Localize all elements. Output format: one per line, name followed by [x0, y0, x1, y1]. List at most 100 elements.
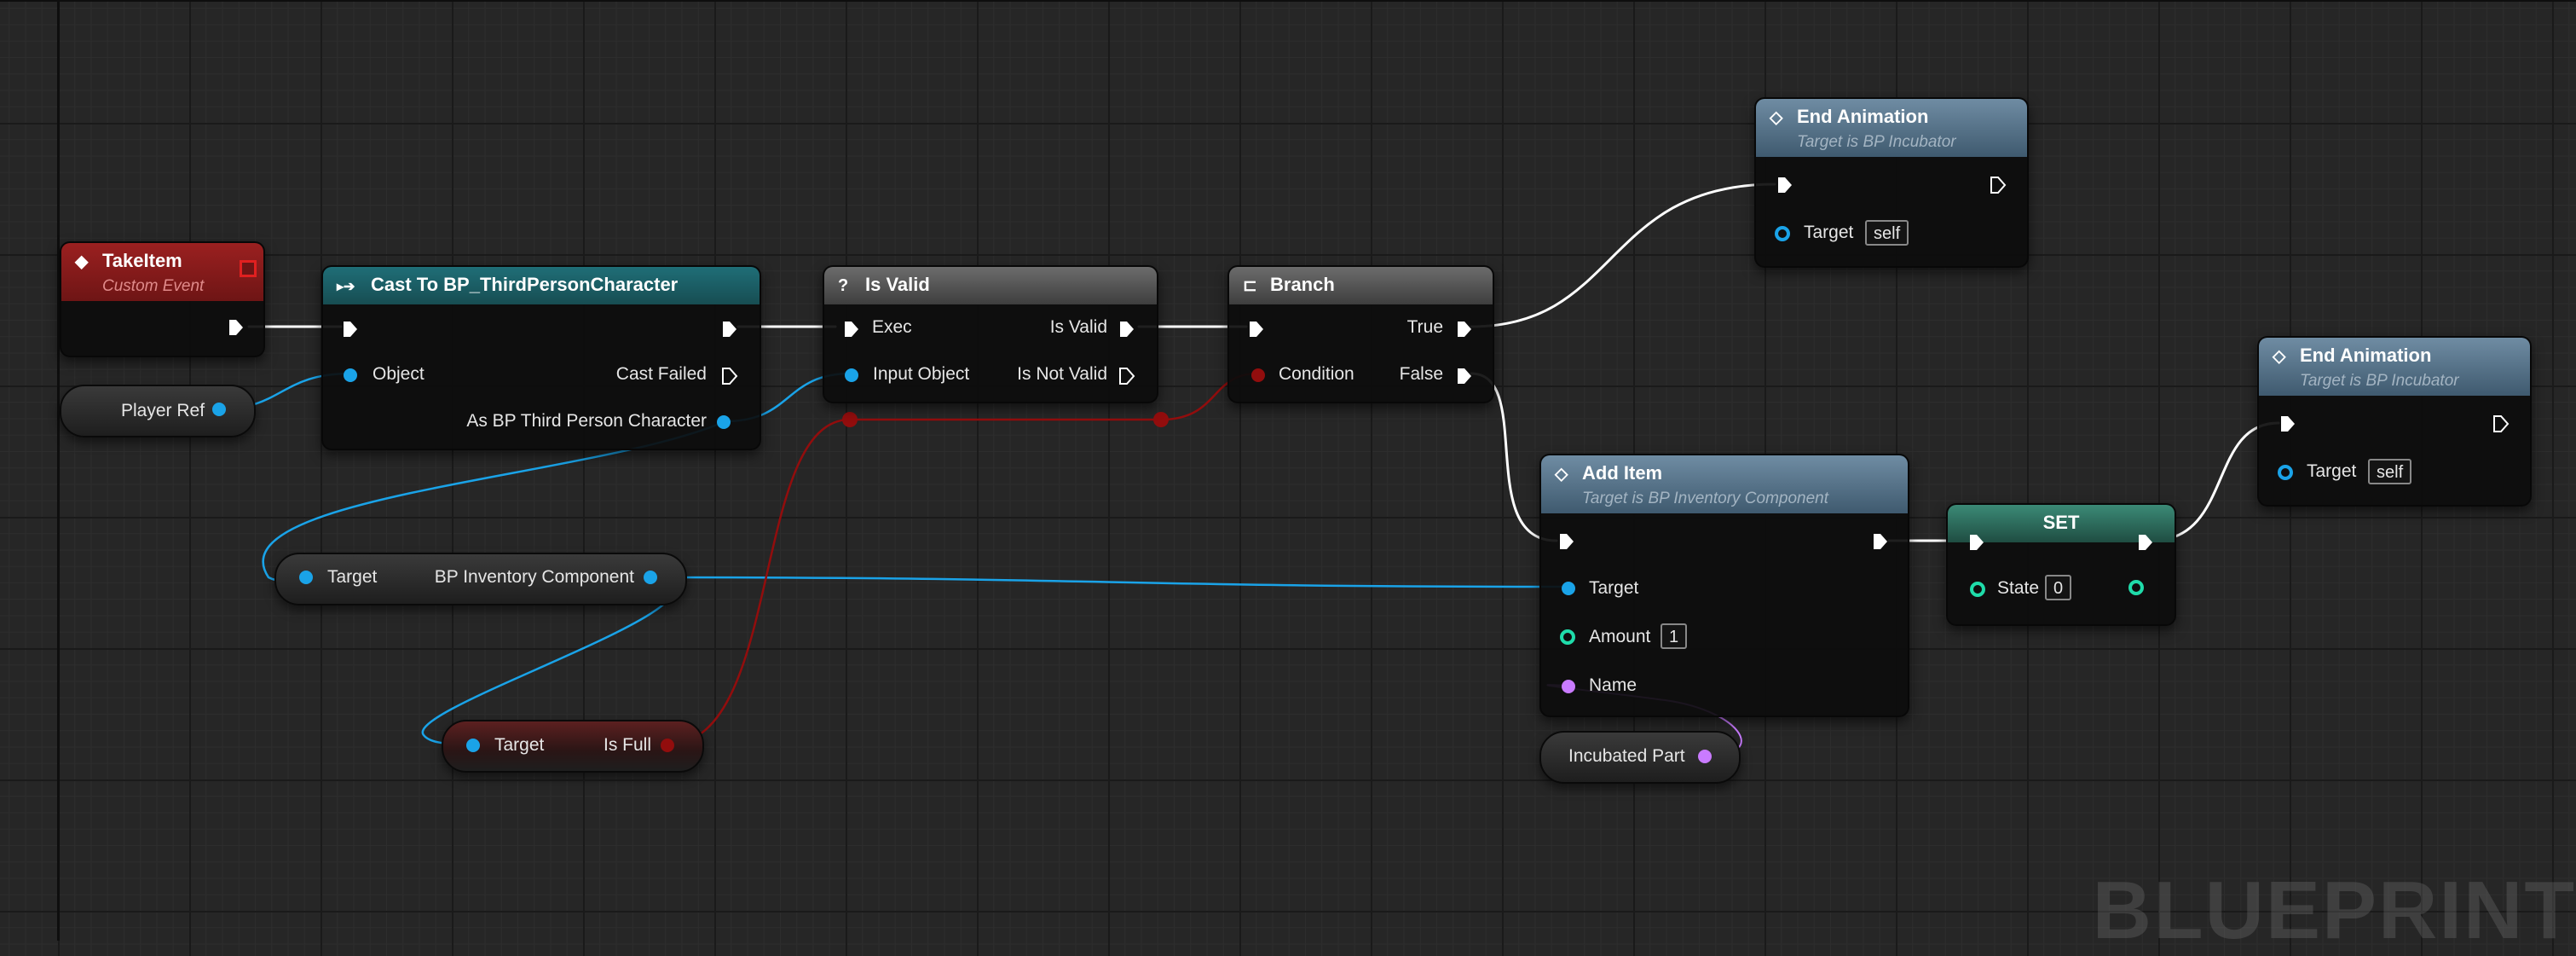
end-animation-node-2[interactable]: ◇End Animation Target is BP Incubator Ta…: [2257, 336, 2532, 507]
exec-wire-branch-true-to-end-animation: [1470, 183, 1776, 328]
exec-out-pin[interactable]: [721, 320, 738, 339]
delegate-pin-icon[interactable]: [240, 260, 257, 277]
node-header: ◆ TakeItem Custom Event: [61, 243, 263, 301]
exec-out-pin[interactable]: [228, 318, 245, 337]
pin-label-false: False: [1399, 364, 1443, 384]
pin-label-target: Target: [2307, 461, 2357, 481]
node-title: End Animation: [1797, 106, 1929, 127]
branch-node[interactable]: ⊏Branch True Condition False: [1227, 265, 1494, 403]
node-title: Is Valid: [865, 274, 930, 295]
event-diamond-icon: ◆: [75, 252, 89, 271]
function-diamond-icon: ◇: [1555, 465, 1568, 484]
amount-value-box[interactable]: 1: [1661, 623, 1688, 649]
pin-label-is-not-valid: Is Not Valid: [1017, 364, 1107, 384]
exec-out-pin[interactable]: [2137, 533, 2154, 552]
node-header: SET: [1948, 505, 2175, 542]
exec-in-pin[interactable]: [1558, 532, 1575, 551]
pin-label-state: State: [1997, 578, 2040, 598]
node-header: ⊏Branch: [1229, 267, 1493, 304]
exec-in-pin[interactable]: [1968, 533, 1985, 552]
node-header: ? Is Valid: [824, 267, 1157, 304]
node-header: ◇End Animation Target is BP Incubator: [2259, 338, 2530, 396]
target-value-box[interactable]: self: [1865, 220, 1909, 246]
exec-in-pin[interactable]: [342, 320, 359, 339]
int-in-pin[interactable]: [1970, 582, 1985, 597]
exec-out-pin-is-valid[interactable]: [1118, 320, 1135, 339]
name-in-pin[interactable]: [1562, 680, 1575, 693]
object-out-pin[interactable]: [212, 403, 226, 416]
bool-in-pin[interactable]: [1251, 368, 1265, 382]
object-in-pin[interactable]: [1562, 582, 1575, 595]
add-item-node[interactable]: ◇ Add Item Target is BP Inventory Compone…: [1539, 454, 1909, 717]
variable-node-incubated-part[interactable]: Incubated Part: [1539, 731, 1741, 784]
graph-origin-horizontal-line: [0, 0, 2576, 2]
node-title: TakeItem: [102, 250, 182, 271]
node-header: ▸➔Cast To BP_ThirdPersonCharacter: [323, 267, 760, 304]
pin-label-true: True: [1406, 317, 1443, 337]
pin-label-is-full: Is Full: [603, 735, 651, 755]
exec-wire-set-to-end-animation: [2150, 421, 2280, 542]
object-out-pin[interactable]: [644, 571, 657, 584]
blueprint-watermark: BLUEPRINT: [2092, 865, 2576, 956]
name-out-pin[interactable]: [1698, 750, 1712, 763]
exec-in-pin[interactable]: [1776, 176, 1793, 194]
pin-label-target: Target: [1804, 223, 1854, 242]
variable-label: Incubated Part: [1568, 746, 1685, 766]
object-in-pin[interactable]: [299, 571, 313, 584]
object-in-pin[interactable]: [466, 739, 480, 752]
state-value-box[interactable]: 0: [2045, 575, 2072, 600]
exec-out-pin-cast-failed[interactable]: [721, 367, 738, 385]
set-variable-node-state[interactable]: SET State 0: [1946, 503, 2176, 626]
variable-get-inventory-component[interactable]: Target BP Inventory Component: [274, 553, 687, 605]
pin-label-input-object: Input Object: [873, 364, 970, 384]
object-in-pin[interactable]: [2278, 465, 2293, 480]
pin-label-exec: Exec: [872, 317, 912, 337]
variable-node-player-ref[interactable]: Player Ref: [60, 385, 256, 437]
pin-label-target: Target: [1589, 578, 1639, 598]
pin-label-cast-failed: Cast Failed: [615, 364, 707, 384]
object-in-pin[interactable]: [1775, 226, 1790, 241]
branch-icon: ⊏: [1243, 276, 1257, 295]
pin-label-target: Target: [494, 735, 545, 755]
exec-out-pin-true[interactable]: [1456, 320, 1473, 339]
node-title: SET: [2042, 512, 2080, 533]
object-wire-inventory-to-add-item: [649, 576, 1568, 588]
reroute-knot-2: [1153, 412, 1169, 427]
exec-out-pin-is-not-valid[interactable]: [1118, 367, 1135, 385]
variable-label: Player Ref: [121, 401, 205, 420]
int-in-pin[interactable]: [1560, 629, 1575, 645]
custom-event-node-takeitem[interactable]: ◆ TakeItem Custom Event: [60, 241, 265, 357]
object-out-pin[interactable]: [717, 415, 731, 429]
exec-out-pin-false[interactable]: [1456, 367, 1473, 385]
question-mark-icon: ?: [838, 276, 849, 295]
end-animation-node-1[interactable]: ◇End Animation Target is BP Incubator Ta…: [1754, 97, 2029, 268]
graph-origin-vertical-line: [57, 0, 60, 941]
node-header: ◇ Add Item Target is BP Inventory Compone…: [1541, 455, 1908, 513]
exec-out-pin[interactable]: [2492, 414, 2510, 433]
pin-label-object: Object: [373, 364, 425, 384]
pin-label-bp-inventory-component: BP Inventory Component: [434, 567, 634, 587]
pin-label-name: Name: [1589, 675, 1637, 695]
object-in-pin[interactable]: [845, 368, 858, 382]
function-diamond-icon: ◇: [2273, 347, 2286, 366]
node-subtitle: Target is BP Incubator: [2300, 372, 2459, 390]
cast-node-bp-third-person-character[interactable]: ▸➔Cast To BP_ThirdPersonCharacter Object…: [321, 265, 761, 450]
is-valid-node[interactable]: ? Is Valid Exec Is Valid Input Object Is …: [823, 265, 1158, 403]
pin-label-as-bp-third-person-character: As BP Third Person Character: [466, 411, 707, 431]
node-subtitle: Custom Event: [102, 277, 205, 295]
int-out-pin[interactable]: [2128, 580, 2144, 595]
bool-wire-isfull-to-condition: [666, 372, 1259, 746]
variable-get-is-full[interactable]: Target Is Full: [442, 720, 704, 773]
exec-out-pin[interactable]: [1872, 532, 1889, 551]
exec-in-pin[interactable]: [2279, 414, 2296, 433]
exec-in-pin[interactable]: [843, 320, 860, 339]
exec-out-pin[interactable]: [1990, 176, 2007, 194]
pin-label-is-valid: Is Valid: [1049, 317, 1107, 337]
node-subtitle: Target is BP Inventory Component: [1582, 490, 1829, 507]
target-value-box[interactable]: self: [2368, 459, 2412, 484]
bool-out-pin[interactable]: [661, 739, 674, 752]
exec-in-pin[interactable]: [1248, 320, 1265, 339]
node-title: Add Item: [1582, 462, 1663, 484]
object-in-pin[interactable]: [344, 368, 357, 382]
